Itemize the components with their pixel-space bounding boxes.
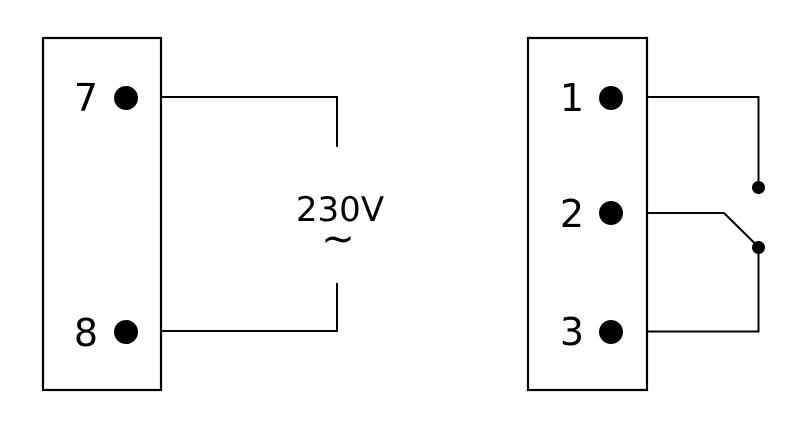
terminal-1-label: 1: [560, 76, 584, 120]
wire-lower-contact-to-terminal-3: [647, 247, 760, 333]
ac-waveform-icon: ~: [321, 216, 355, 262]
wire-terminal-2-switch-lever: [647, 212, 760, 248]
wire-terminal-7-to-source: [161, 96, 338, 147]
terminal-3-dot: [599, 320, 623, 344]
right-terminal-block-outline: [526, 36, 649, 392]
terminal-1-dot: [599, 86, 623, 110]
terminal-3-label: 3: [560, 310, 584, 354]
switch-upper-contact-dot: [752, 181, 765, 194]
voltage-label: 230V: [296, 190, 384, 230]
wire-terminal-1-to-upper-contact: [647, 96, 760, 181]
left-terminal-block-group: 7 8 230V ~: [41, 36, 384, 392]
terminal-8-label: 8: [74, 311, 98, 355]
terminal-7-label: 7: [74, 76, 98, 120]
terminal-2-dot: [599, 201, 623, 225]
wire-source-to-terminal-8: [161, 283, 338, 332]
terminal-2-label: 2: [560, 192, 584, 236]
right-terminal-block-group: 1 2 3: [526, 36, 765, 392]
terminal-8-dot: [114, 320, 138, 344]
terminal-7-dot: [114, 86, 138, 110]
left-terminal-block-outline: [41, 36, 163, 392]
